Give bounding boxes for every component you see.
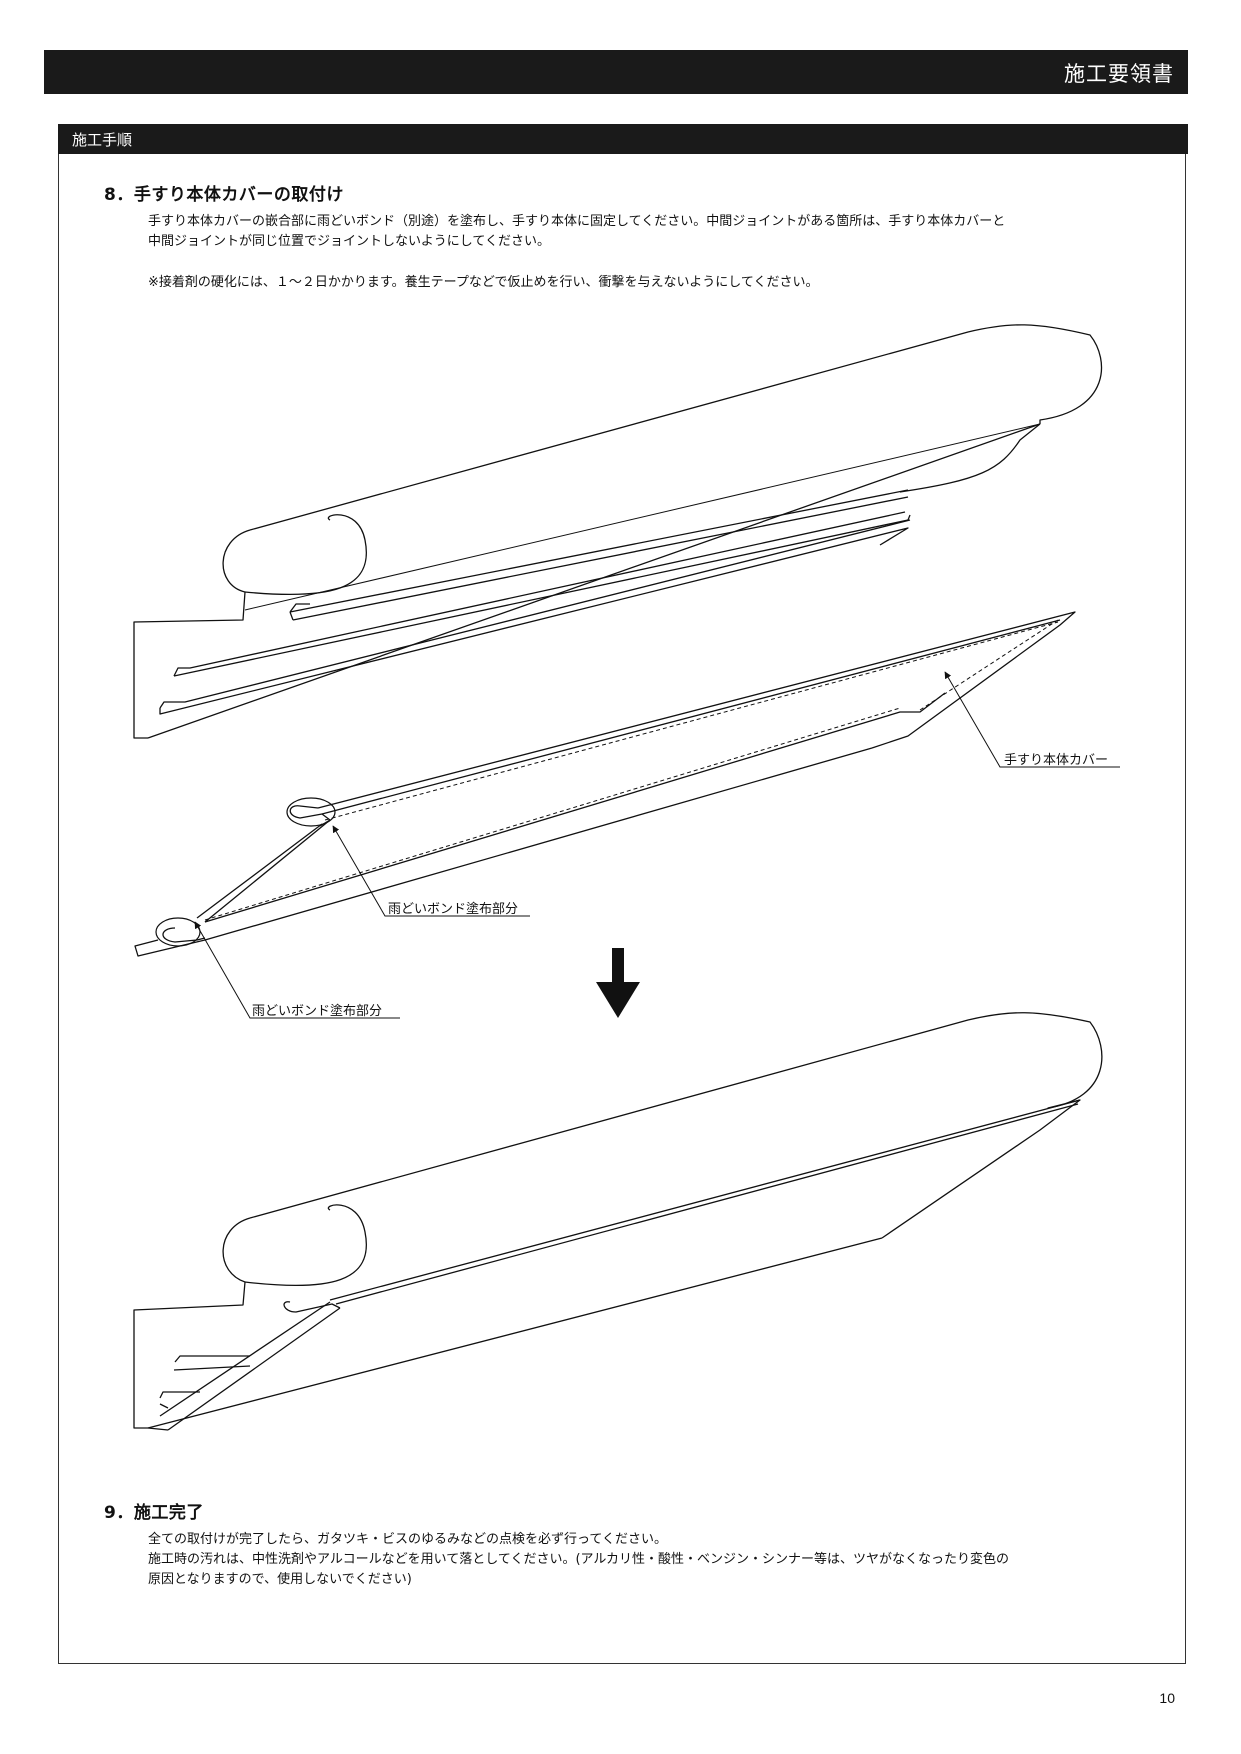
- handrail-cover: [134, 611, 1076, 957]
- section-bar: 施工手順: [58, 124, 1188, 154]
- step8-instructions: 手すり本体カバーの嵌合部に雨どいボンド（別途）を塗布し、手すり本体に固定してくだ…: [148, 212, 1128, 252]
- step8-heading: 8．手すり本体カバーの取付け: [104, 185, 344, 205]
- step9-line-2: 施工時の汚れは、中性洗剤やアルコールなどを用いて落としてください。(アルカリ性・…: [148, 1552, 1009, 1567]
- header-banner: 施工要領書: [44, 50, 1188, 94]
- step9-instructions: 全ての取付けが完了したら、ガタツキ・ビスのゆるみなどの点検を必ず行ってください。…: [148, 1530, 1128, 1590]
- label-bond-area-lower: 雨どいボンド塗布部分: [252, 1003, 382, 1019]
- step8-line-1: 手すり本体カバーの嵌合部に雨どいボンド（別途）を塗布し、手すり本体に固定してくだ…: [148, 214, 1006, 229]
- section-label: 施工手順: [72, 131, 133, 149]
- handrail-assembled: [133, 1012, 1103, 1431]
- label-bond-area-upper: 雨どいボンド塗布部分: [388, 901, 518, 917]
- down-arrow-icon: [596, 948, 640, 1018]
- page-number: 10: [1159, 1690, 1175, 1706]
- step8-note-text: ※接着剤の硬化には、１〜２日かかります。養生テープなどで仮止めを行い、衝撃を与え…: [148, 275, 819, 290]
- document-title: 施工要領書: [1064, 62, 1174, 86]
- step8-note: ※接着剤の硬化には、１〜２日かかります。養生テープなどで仮止めを行い、衝撃を与え…: [148, 273, 1128, 293]
- step9-heading: 9．施工完了: [104, 1503, 204, 1523]
- handrail-body-upper: [133, 324, 1103, 739]
- callout-leaders: [194, 671, 1120, 1019]
- label-handrail-cover: 手すり本体カバー: [1004, 753, 1108, 768]
- step9-line-1: 全ての取付けが完了したら、ガタツキ・ビスのゆるみなどの点検を必ず行ってください。: [148, 1532, 667, 1547]
- step9-line-3: 原因となりますので、使用しないでください): [148, 1572, 412, 1587]
- step8-line-2: 中間ジョイントが同じ位置でジョイントしないようにしてください。: [148, 234, 550, 249]
